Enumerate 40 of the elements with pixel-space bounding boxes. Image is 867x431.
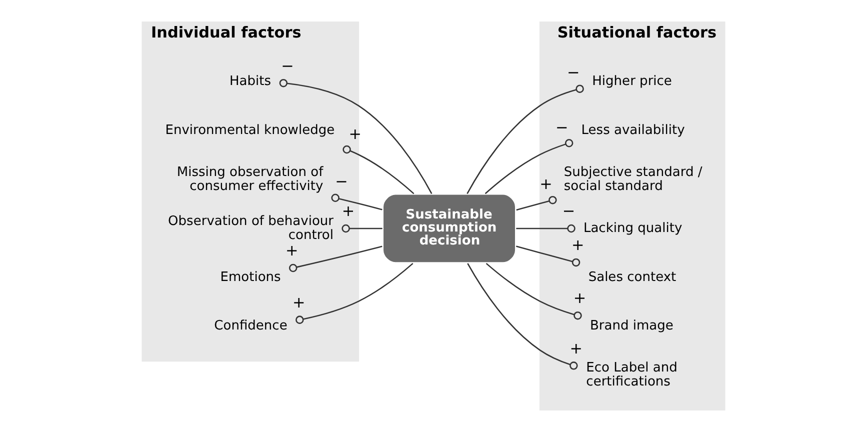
edge-label: − <box>281 56 294 75</box>
edge-label: + <box>348 124 362 143</box>
edge-label: + <box>570 338 582 357</box>
connector <box>467 262 578 370</box>
node-text: Subjective standard / social standard <box>564 164 702 194</box>
edge-label: − <box>556 118 568 136</box>
edge-label: + <box>572 236 584 254</box>
connector <box>342 144 414 194</box>
edge-label: + <box>540 174 552 192</box>
connector <box>342 224 382 232</box>
connector <box>484 138 574 194</box>
node-text: Higher price <box>592 74 672 89</box>
edge-label: − <box>566 63 580 82</box>
connector <box>331 193 382 210</box>
connector <box>516 245 580 266</box>
node-text: Brand image <box>590 318 674 334</box>
connector <box>516 195 557 210</box>
edge-label: + <box>292 292 306 311</box>
node-text: Emotions <box>220 269 281 284</box>
node-text: Less availability <box>581 122 685 138</box>
node-text: Eco Label and certifications <box>586 360 678 390</box>
connector <box>486 262 582 320</box>
edge-label: + <box>342 202 355 220</box>
edge-label: + <box>573 288 586 307</box>
node-text: Observation of behaviour control <box>168 213 334 242</box>
edge-label: − <box>562 202 576 220</box>
node-text: Habits <box>230 74 272 89</box>
connector <box>279 78 432 194</box>
edge-label: − <box>335 172 348 190</box>
node-text: Lacking quality <box>583 220 682 236</box>
edge-label: + <box>285 241 298 260</box>
node-text: Confidence <box>214 318 288 334</box>
connector <box>288 245 382 272</box>
connector <box>516 224 576 232</box>
node-text: Environmental knowledge <box>165 122 335 138</box>
node-text: Sales context <box>588 269 676 284</box>
node-text: Missing observation of consumer effectivity <box>176 164 324 194</box>
connector <box>466 84 584 194</box>
connector <box>296 262 414 324</box>
node-box: Sustainable consumption decision <box>381 192 518 264</box>
